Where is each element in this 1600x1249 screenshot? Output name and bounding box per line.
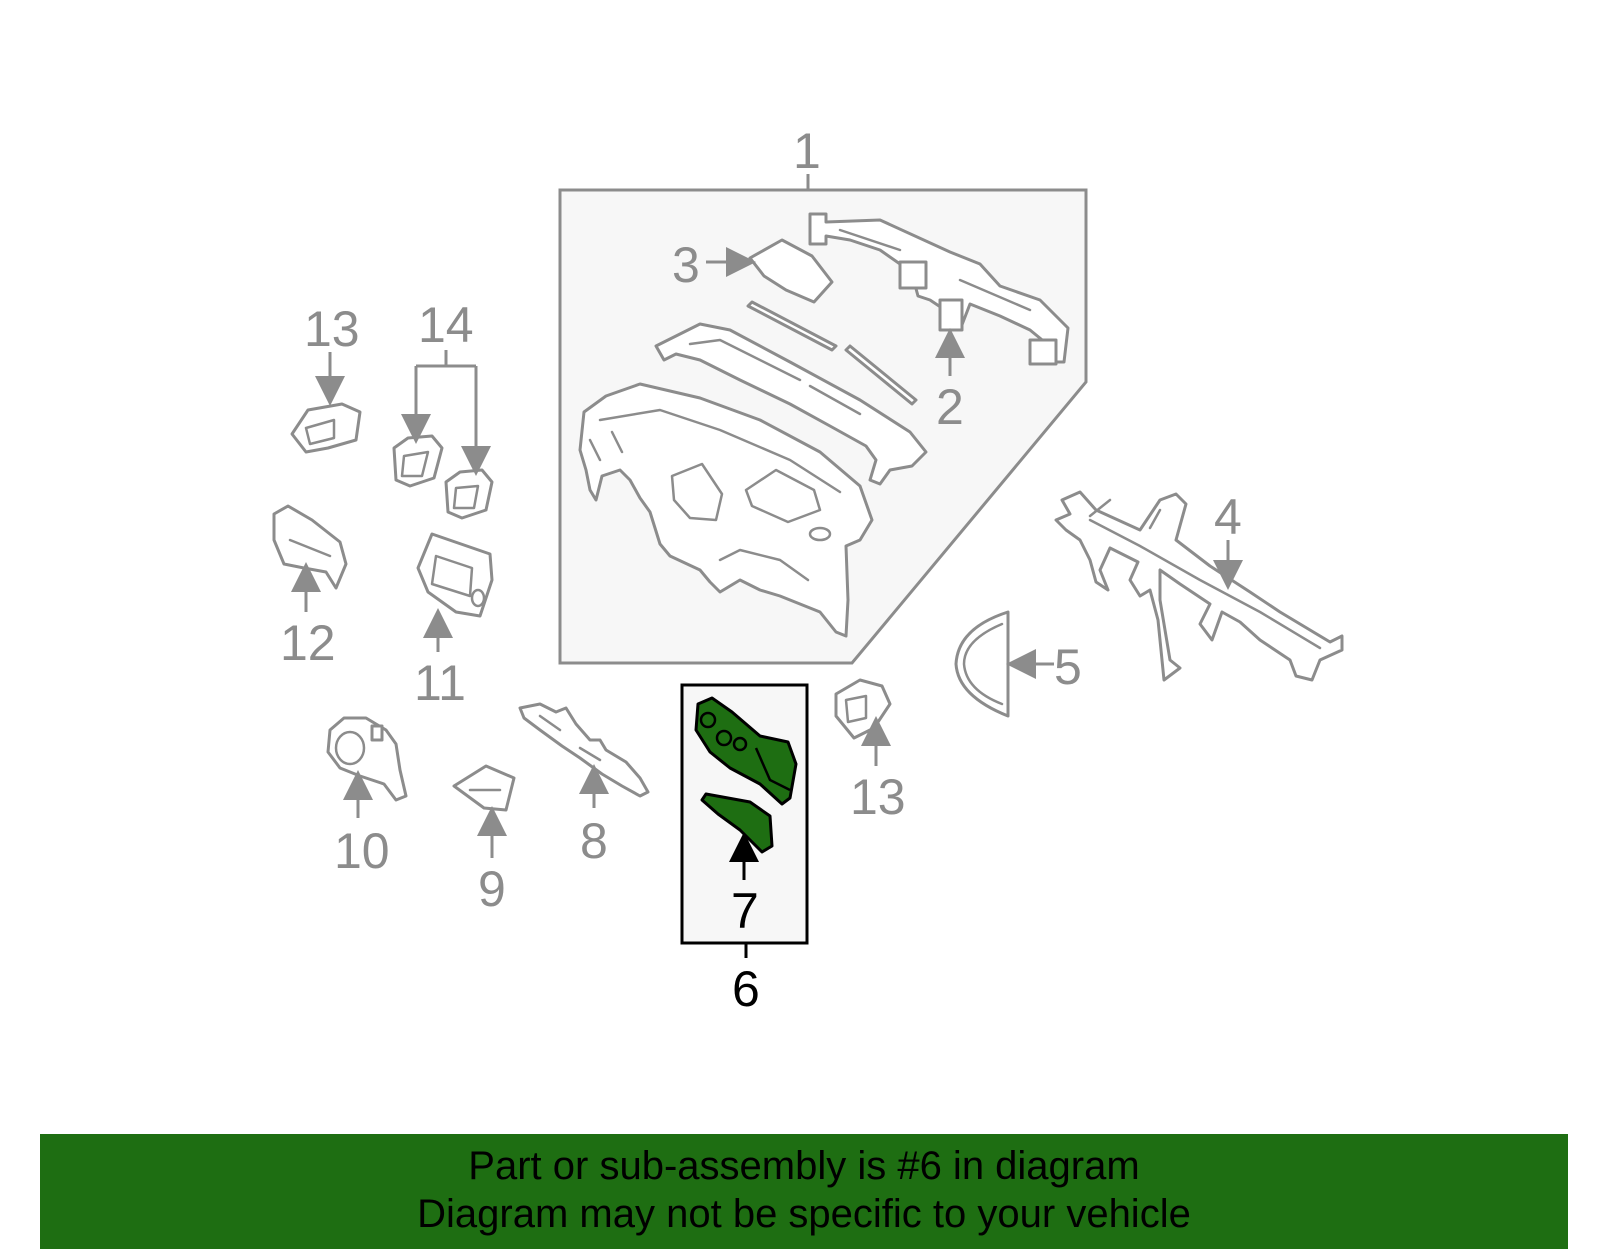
callout-4: 4 xyxy=(1214,489,1242,545)
part-2-air-duct xyxy=(808,212,1070,366)
callout-3: 3 xyxy=(672,237,700,293)
part-4-support-beam xyxy=(1054,490,1344,682)
callout-7: 7 xyxy=(731,883,759,939)
callout-13-lower: 13 xyxy=(850,769,906,825)
callout-12: 12 xyxy=(280,615,336,671)
callout-9: 9 xyxy=(478,861,506,917)
part-6-bracket xyxy=(694,696,798,806)
part-9-clip xyxy=(452,764,516,812)
part-12-vent xyxy=(272,504,348,590)
trim-strips xyxy=(746,300,918,406)
part-11-bezel xyxy=(416,532,494,618)
callout-8: 8 xyxy=(580,813,608,869)
callout-2: 2 xyxy=(936,379,964,435)
callout-1: 1 xyxy=(793,123,821,179)
part-8-trim-bracket xyxy=(518,702,650,798)
callout-6: 6 xyxy=(732,961,760,1017)
callout-13-upper: 13 xyxy=(304,301,360,357)
banner-line-1: Part or sub-assembly is #6 in diagram xyxy=(468,1144,1140,1188)
part-13-vent-upper xyxy=(290,402,362,454)
part-3-cover xyxy=(748,238,834,304)
part-13-vent-lower xyxy=(834,678,892,740)
callout-11: 11 xyxy=(414,655,466,711)
callout-14: 14 xyxy=(418,297,474,353)
part-10-switch-housing xyxy=(326,716,408,802)
banner-line-2: Diagram may not be specific to your vehi… xyxy=(417,1192,1191,1236)
upper-dash-trim xyxy=(654,322,928,486)
dashboard-panel xyxy=(578,382,874,638)
callout-10: 10 xyxy=(334,823,390,879)
part-5-end-cap xyxy=(954,610,1010,718)
info-banner: Part or sub-assembly is #6 in diagram Di… xyxy=(40,1134,1568,1249)
callout-5: 5 xyxy=(1054,639,1082,695)
